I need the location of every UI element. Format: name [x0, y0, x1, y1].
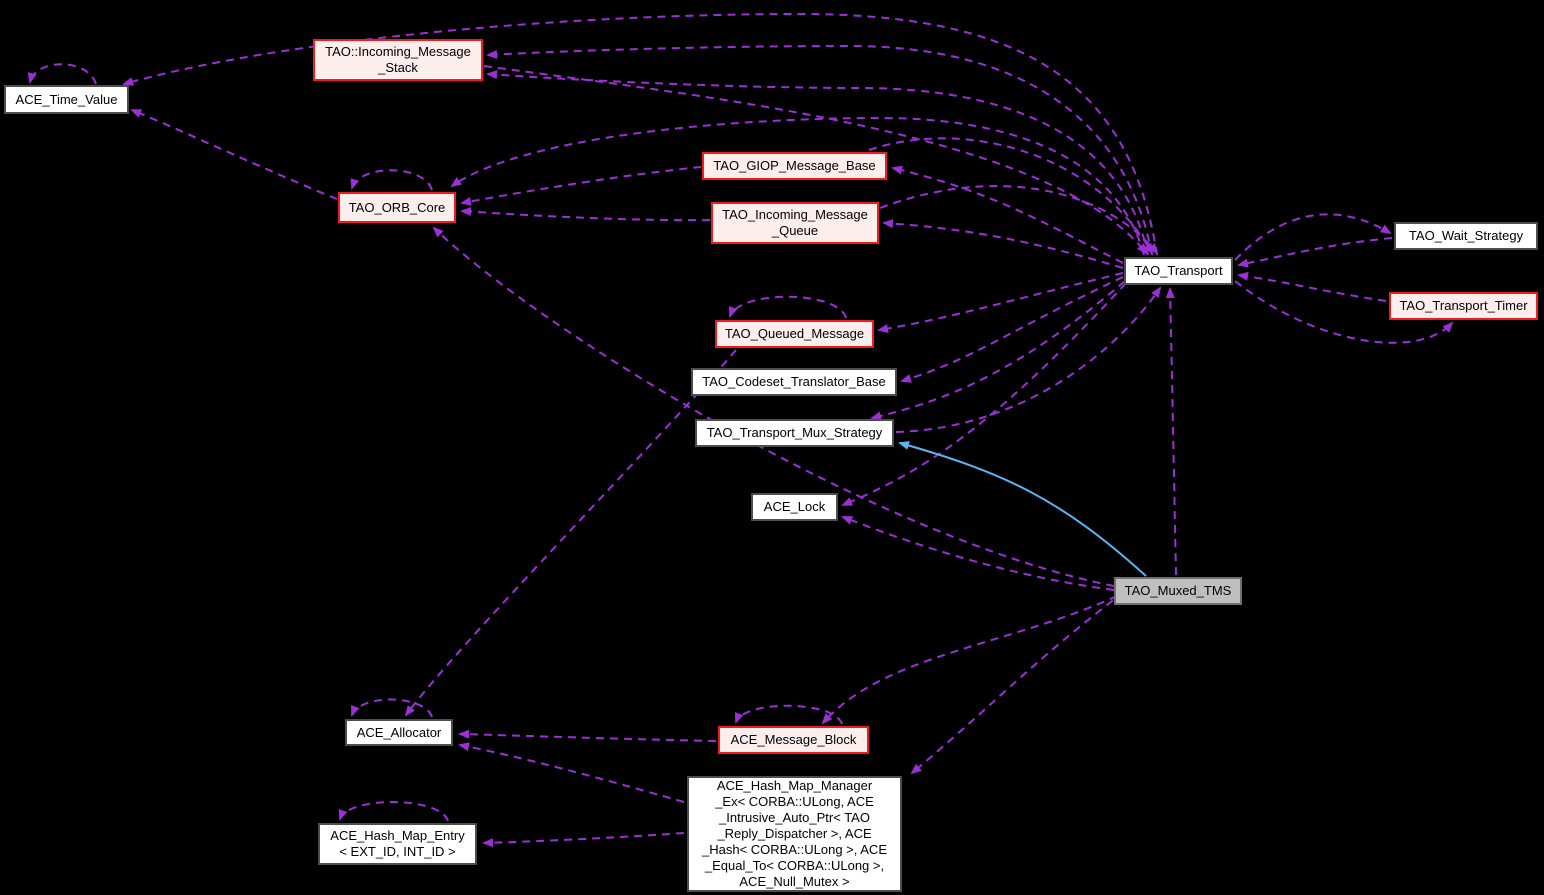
- edge-transport-to-incoming_msg_stack: [486, 44, 1153, 256]
- edge-giop_message_base-to-transport: [868, 137, 1153, 255]
- edge-hash_map_manager-to-hash_map_entry: [482, 832, 685, 848]
- edge-mux_strategy-to-transport: [895, 286, 1162, 433]
- edge-transport-to-ace_time_value: [122, 12, 1158, 256]
- node-label-line: TAO::Incoming_Message: [325, 44, 471, 59]
- edge-ace_message_block-to-ace_message_block-self: [734, 704, 843, 725]
- diagram-node-incoming_msg_queue[interactable]: TAO_Incoming_Message_Queue: [711, 202, 879, 244]
- node-label-line: TAO_Codeset_Translator_Base: [702, 374, 886, 389]
- diagram-node-giop_message_base[interactable]: TAO_GIOP_Message_Base: [702, 152, 887, 180]
- edge-transport-to-orb_core: [450, 116, 1145, 256]
- edge-transport-to-ace_lock: [841, 282, 1127, 506]
- node-label-line: TAO_Incoming_Message: [722, 207, 868, 222]
- edge-transport-to-codeset_translator: [900, 276, 1124, 383]
- edge-transport-to-queued_message: [877, 272, 1124, 333]
- diagram-node-ace_time_value[interactable]: ACE_Time_Value: [4, 85, 129, 114]
- diagram-node-codeset_translator[interactable]: TAO_Codeset_Translator_Base: [691, 368, 897, 396]
- node-label-line: ACE_Hash_Map_Entry: [330, 828, 465, 843]
- edge-muxed_tms-to-ace_lock: [841, 516, 1115, 591]
- diagram-node-transport_timer[interactable]: TAO_Transport_Timer: [1389, 292, 1538, 320]
- edge-ace_allocator-to-ace_allocator-self: [351, 698, 433, 718]
- node-label-line: TAO_Transport_Mux_Strategy: [706, 425, 883, 440]
- edge-hash_map_manager-to-ace_allocator: [458, 742, 685, 803]
- diagram-node-hash_map_manager[interactable]: ACE_Hash_Map_Manager_Ex< CORBA::ULong, A…: [687, 776, 902, 892]
- diagram-node-hash_map_entry[interactable]: ACE_Hash_Map_Entry< EXT_ID, INT_ID >: [318, 823, 477, 865]
- node-label-line: TAO_Wait_Strategy: [1408, 228, 1524, 243]
- node-label-line: TAO_GIOP_Message_Base: [713, 158, 876, 173]
- node-label-line: TAO_ORB_Core: [348, 199, 446, 215]
- edge-transport-to-transport_timer: [1234, 280, 1454, 344]
- edge-incoming_msg_queue-to-orb_core: [460, 207, 711, 222]
- diagram-node-queued_message[interactable]: TAO_Queued_Message: [715, 320, 874, 348]
- edge-hash_map_entry-to-hash_map_entry-self: [338, 801, 449, 822]
- diagram-node-ace_message_block[interactable]: ACE_Message_Block: [718, 726, 869, 754]
- edge-muxed_tms-to-mux_strategy: [898, 441, 1147, 577]
- edge-ace_message_block-to-ace_allocator: [458, 729, 717, 742]
- diagram-node-muxed_tms: TAO_Muxed_TMS: [1114, 577, 1242, 605]
- node-label-line: _Ex< CORBA::ULong, ACE: [715, 794, 874, 809]
- edge-giop_message_base-to-orb_core: [460, 166, 702, 206]
- diagram-node-ace_allocator[interactable]: ACE_Allocator: [345, 719, 453, 746]
- node-label-line: _Hash< CORBA::ULong >, ACE: [702, 842, 887, 857]
- node-label-line: ACE_Allocator: [356, 724, 442, 740]
- node-label-line: ACE_Hash_Map_Manager: [716, 778, 873, 793]
- node-label-line: _Intrusive_Auto_Ptr< TAO: [719, 810, 870, 825]
- diagram-node-ace_lock[interactable]: ACE_Lock: [751, 493, 838, 521]
- edge-queued_message-to-queued_message-self: [729, 295, 847, 319]
- diagram-node-mux_strategy[interactable]: TAO_Transport_Mux_Strategy: [695, 419, 894, 447]
- node-label-line: ACE_Message_Block: [730, 732, 857, 747]
- edge-transport_timer-to-transport: [1237, 271, 1387, 302]
- node-label-line: _Queue: [771, 223, 819, 238]
- edge-incoming_msg_stack-to-transport: [483, 65, 1148, 255]
- diagram-node-incoming_msg_stack[interactable]: TAO::Incoming_Message_Stack: [313, 39, 483, 81]
- node-label-line: ACE_Lock: [763, 499, 826, 514]
- edge-transport-to-mux_strategy: [870, 280, 1126, 421]
- node-label-line: TAO_Transport_Timer: [1399, 298, 1528, 313]
- edge-queued_message-to-ace_allocator: [404, 349, 737, 717]
- node-label-line: TAO_Muxed_TMS: [1124, 583, 1232, 598]
- edge-orb_core-to-orb_core-self: [350, 169, 433, 191]
- diagram-node-transport[interactable]: TAO_Transport: [1124, 257, 1233, 285]
- node-label-line: _Equal_To< CORBA::ULong >,: [704, 858, 885, 873]
- diagram-node-orb_core[interactable]: TAO_ORB_Core: [338, 192, 456, 223]
- node-label-line: _Reply_Dispatcher >, ACE: [717, 826, 872, 841]
- node-label-line: < EXT_ID, INT_ID >: [339, 844, 456, 859]
- node-label-line: TAO_Queued_Message: [724, 326, 865, 341]
- edge-muxed_tms-to-transport: [1165, 287, 1177, 576]
- edge-orb_core-to-ace_time_value: [130, 109, 338, 200]
- diagram-node-wait_strategy[interactable]: TAO_Wait_Strategy: [1394, 222, 1538, 250]
- edge-transport-to-giop_message_base: [891, 165, 1124, 264]
- edge-muxed_tms-to-hash_map_manager: [910, 591, 1125, 775]
- edge-transport-to-wait_strategy: [1234, 213, 1392, 261]
- node-label-line: ACE_Time_Value: [15, 91, 118, 107]
- edge-ace_time_value-to-ace_time_value-self: [27, 63, 97, 85]
- edge-transport-to-incoming_msg_queue: [882, 219, 1124, 269]
- node-label-line: TAO_Transport: [1134, 263, 1223, 278]
- node-label-line: ACE_Null_Mutex >: [739, 874, 850, 889]
- node-label-line: _Stack: [378, 60, 418, 75]
- edge-incoming_msg_queue-to-transport: [879, 185, 1159, 255]
- edge-muxed_tms-to-ace_message_block: [821, 595, 1118, 725]
- edge-wait_strategy-to-transport: [1237, 237, 1393, 268]
